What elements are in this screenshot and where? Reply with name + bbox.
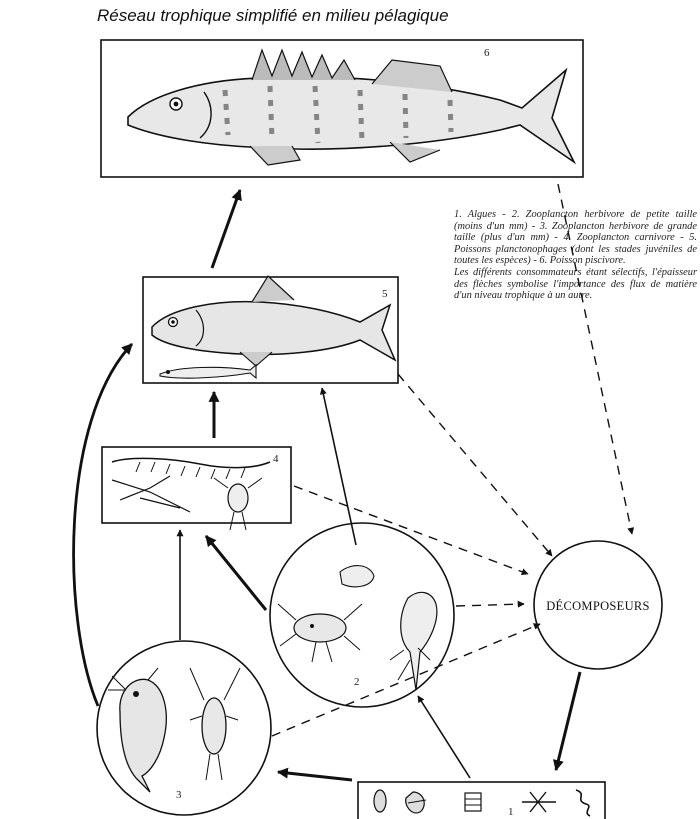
node-2-small-herbivorous-zooplankton: 2 [270,523,454,707]
arrow-1-to-3 [278,772,352,780]
decomposers-label: DÉCOMPOSEURS [546,599,650,613]
node-4-carnivorous-zooplankton: 4 [102,447,291,530]
node-6-piscivore: 6 [101,40,583,177]
arrow-2-to-4 [206,536,266,610]
node-1-algae: 1 [358,782,605,819]
node-3-number: 3 [176,789,182,801]
arrow-5-to-6 [212,190,240,268]
arrow-2-to-5 [322,388,356,545]
node-1-number: 1 [508,806,514,818]
arrow-decomposers-to-1 [556,672,580,770]
node-2-number: 2 [354,676,360,688]
arrow-6-to-decomposers [558,184,632,534]
node-6-number: 6 [484,47,490,59]
arrow-3-to-5 [74,344,132,706]
decomposers-node: DÉCOMPOSEURS [534,541,662,669]
node-3-large-herbivorous-zooplankton: 3 [97,641,271,815]
node-5-number: 5 [382,288,388,300]
node-5-planktivore: 5 [143,276,398,383]
arrow-5-to-decomposers [398,374,552,556]
arrow-2-to-decomposers [456,604,524,606]
arrow-1-to-2 [418,696,470,778]
node-4-number: 4 [273,453,279,465]
